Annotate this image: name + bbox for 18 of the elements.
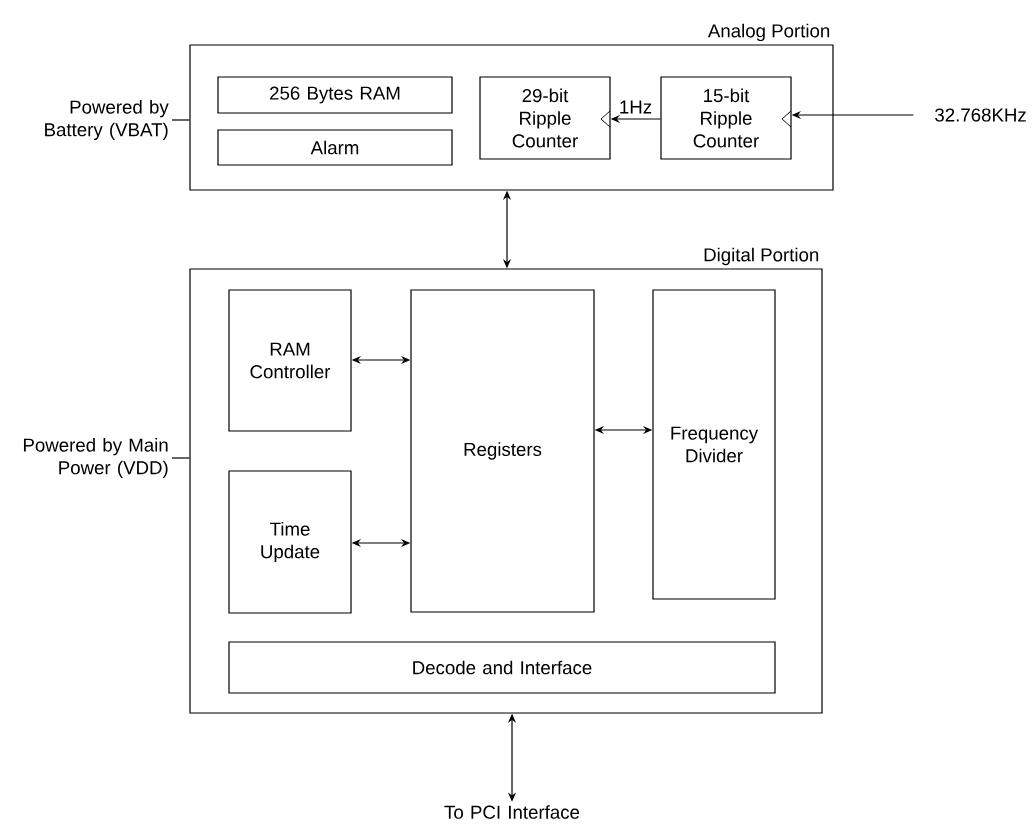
node-label: Analog Portion xyxy=(707,23,830,42)
block-box: Alarm xyxy=(217,129,453,166)
block-box: 29-bit Ripple Counter xyxy=(479,76,611,160)
block-box: Registers xyxy=(410,289,595,613)
block-box: 15-bit Ripple Counter xyxy=(660,76,792,160)
signal-label: To PCI Interface xyxy=(444,805,580,819)
node-label: Digital Portion xyxy=(704,247,819,266)
block-box: 256 Bytes RAM xyxy=(217,76,453,114)
block-box: Frequency Divider xyxy=(652,289,776,600)
block-box: RAM Controller xyxy=(228,289,352,432)
block-box: Time Update xyxy=(228,470,352,614)
block-box: Decode and Interface xyxy=(228,641,776,694)
signal-label: Powered by Battery (VBAT) xyxy=(45,99,169,141)
edge-label: 1Hz xyxy=(617,99,654,115)
connector-line xyxy=(171,457,190,459)
signal-label: Powered by Main Power (VDD) xyxy=(24,437,168,479)
connector-line xyxy=(171,119,190,121)
signal-label: 32.768KHz xyxy=(935,108,1026,122)
